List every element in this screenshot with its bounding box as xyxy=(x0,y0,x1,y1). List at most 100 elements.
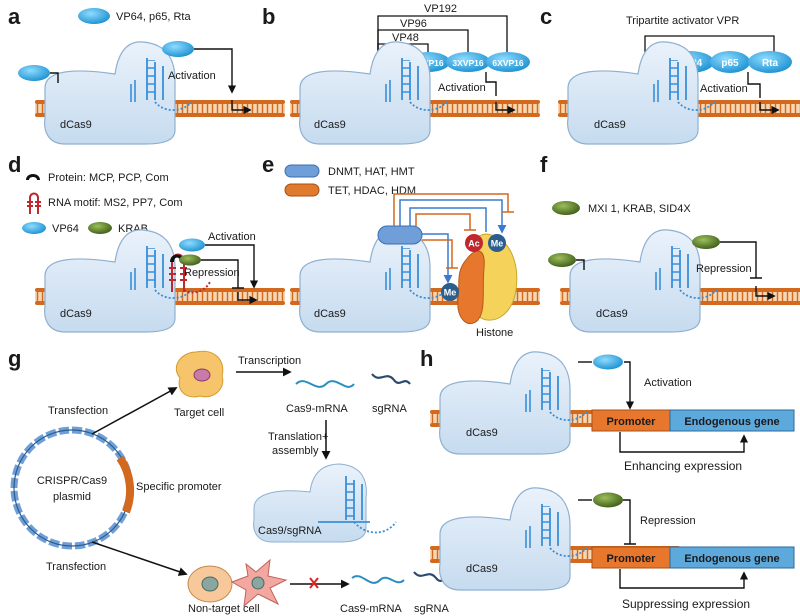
enhancing-label: Enhancing expression xyxy=(624,459,742,473)
panel-letter: d xyxy=(8,152,21,177)
dcas9-label: dCas9 xyxy=(314,308,346,320)
panel-letter: a xyxy=(8,4,21,29)
orange-enzyme-icon xyxy=(284,183,320,197)
activation-label: Activation xyxy=(644,377,692,389)
activator-icon xyxy=(593,354,623,370)
effector-domain-icon xyxy=(377,225,423,245)
panel-letter: c xyxy=(540,4,552,29)
panel-letter: e xyxy=(262,152,274,177)
panel-letter: f xyxy=(540,152,548,177)
transfection-label-2: Transfection xyxy=(46,561,106,573)
assembly-label: assembly xyxy=(272,445,319,457)
rna-motif-icon xyxy=(27,192,41,214)
vp64-legend: VP64 xyxy=(52,223,79,235)
protein-legend: Protein: MCP, PCP, Com xyxy=(48,172,169,184)
gene-label: Endogenous gene xyxy=(684,416,779,428)
activator-icon xyxy=(78,8,110,24)
ac-label: Ac xyxy=(468,239,480,249)
vp48-label: VP48 xyxy=(392,32,419,44)
panel-f: f MXI 1, KRAB, SID4X Repression dCas9 xyxy=(540,152,800,333)
repression-label: Repression xyxy=(184,267,240,279)
dcas9-label: dCas9 xyxy=(60,308,92,320)
activator-icon xyxy=(162,41,194,57)
panel-letter: b xyxy=(262,4,275,29)
panel-h: h Activation Promoter Endogenous gene En… xyxy=(420,346,795,611)
transcription-label: Transcription xyxy=(238,355,301,367)
dna-methyl-icon xyxy=(441,283,459,301)
suppressing-label: Suppressing expression xyxy=(622,597,750,611)
specific-promoter-label: Specific promoter xyxy=(136,481,222,493)
vp64-icon xyxy=(22,222,46,234)
mrna-icon xyxy=(295,380,355,388)
legend-text: VP64, p65, Rta xyxy=(116,11,191,23)
specific-promoter-segment xyxy=(116,455,134,514)
cas9-mrna-label-2: Cas9-mRNA xyxy=(340,603,402,615)
me2-label: Me xyxy=(444,288,457,298)
repressor-icon xyxy=(692,235,720,249)
krab-icon xyxy=(179,254,201,266)
non-target-label: Non-target cell xyxy=(188,603,260,615)
gene-box xyxy=(669,546,795,569)
acetyl-mark-icon xyxy=(465,234,483,252)
dcas9-label: dCas9 xyxy=(596,308,628,320)
dcas9-label: dCas9 xyxy=(60,119,92,131)
histone-label: Histone xyxy=(476,327,513,339)
dcas9-label: dCas9 xyxy=(594,119,626,131)
vp192-label: VP192 xyxy=(424,3,457,15)
p65-icon xyxy=(710,51,750,73)
activation-label: Activation xyxy=(700,83,748,95)
repressor-icon xyxy=(552,201,580,215)
p65-label: p65 xyxy=(721,58,739,69)
complex-label: Cas9/sgRNA xyxy=(258,525,322,537)
dcas9-label: dCas9 xyxy=(466,427,498,439)
cas9-mrna-label: Cas9-mRNA xyxy=(286,403,348,415)
me-label: Me xyxy=(491,239,504,249)
target-cell-label: Target cell xyxy=(174,407,224,419)
blocked-x-icon xyxy=(309,577,319,589)
vp96-label: VP96 xyxy=(400,18,427,30)
panel-c: c Tripartite activator VPR V6P4 p65 Rta … xyxy=(540,4,800,145)
sgrna-label: sgRNA xyxy=(372,403,408,415)
vp64-icon xyxy=(179,238,205,252)
rta-label: Rta xyxy=(762,58,779,69)
panel-letter: g xyxy=(8,346,21,371)
activation-label: Activation xyxy=(168,70,216,82)
panel-letter: h xyxy=(420,346,433,371)
panel-g: g CRISPR/Cas9 plasmid Specific promoter … xyxy=(8,346,453,615)
promoter-label: Promoter xyxy=(607,553,657,565)
panel-b: b VP192 VP96 VP48 3XVP16 3XVP16 6XVP16 A… xyxy=(262,3,541,145)
krab-icon xyxy=(88,222,112,234)
repressor-legend: MXI 1, KRAB, SID4X xyxy=(588,203,691,215)
activation-label: Activation xyxy=(438,82,486,94)
repressor-icon xyxy=(593,492,623,508)
sgrna-label-2: sgRNA xyxy=(414,603,450,615)
repression-label: Repression xyxy=(640,515,696,527)
panel-e: e DNMT, HAT, HMT TET, HDAC, HDM Ac Me Me… xyxy=(262,152,541,339)
dcas9-label: dCas9 xyxy=(466,563,498,575)
blue-enzyme-icon xyxy=(284,164,320,178)
gene-box xyxy=(669,409,795,432)
enzyme-orange-legend: TET, HDAC, HDM xyxy=(328,185,416,197)
transfection-label: Transfection xyxy=(48,405,108,417)
vp16-unit-icon xyxy=(486,52,530,72)
rta-icon xyxy=(748,51,792,73)
vp16-unit-icon xyxy=(446,52,490,72)
vpr-title: Tripartite activator VPR xyxy=(626,15,739,27)
rna-motif-legend: RNA motif: MS2, PP7, Com xyxy=(48,197,182,209)
repression-label: Repression xyxy=(696,263,752,275)
methyl-mark-icon xyxy=(488,234,506,252)
plasmid-label-1: CRISPR/Cas9 xyxy=(37,475,107,487)
dcas9-label: dCas9 xyxy=(314,119,346,131)
repressor-icon xyxy=(548,253,576,267)
panel-a: a VP64, p65, Rta Activation dCas9 xyxy=(8,4,286,145)
plasmid-label-2: plasmid xyxy=(53,491,91,503)
enzyme-blue-legend: DNMT, HAT, HMT xyxy=(328,166,415,178)
promoter-label: Promoter xyxy=(607,416,657,428)
unit3-label: 6XVP16 xyxy=(492,58,523,68)
sgrna-icon xyxy=(371,373,411,385)
translation-label: Translation+ xyxy=(268,431,328,443)
activation-label: Activation xyxy=(208,231,256,243)
mrna-icon xyxy=(351,575,405,584)
gene-label: Endogenous gene xyxy=(684,553,779,565)
